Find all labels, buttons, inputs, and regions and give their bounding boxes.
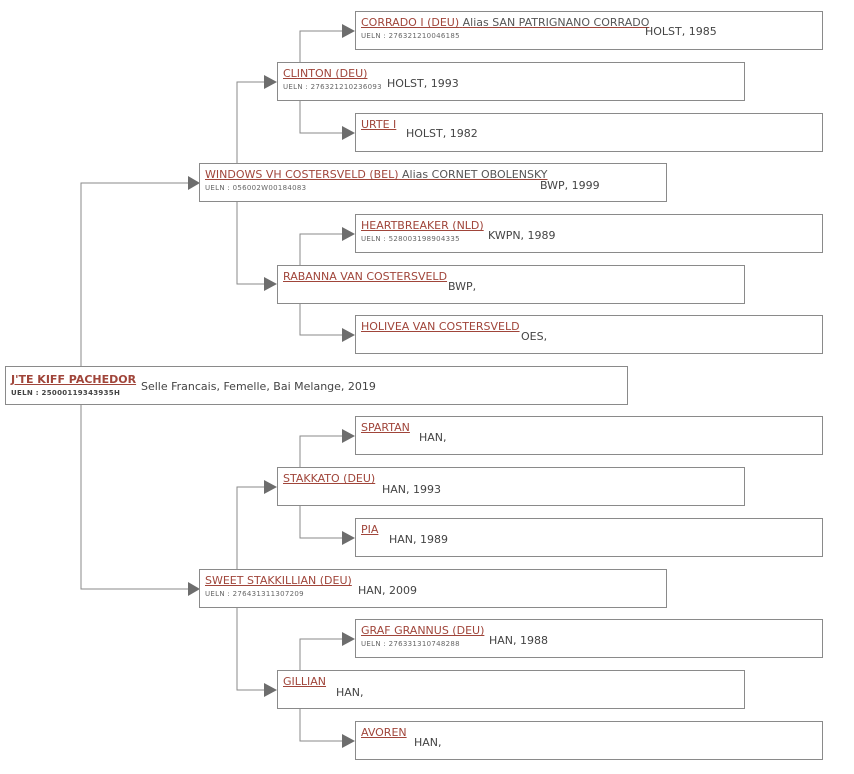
dam-dam-dam-info: HAN, [414, 736, 442, 749]
sire-sire-sire-info: HOLST, 1985 [645, 25, 717, 38]
sire-sire-ueln: UELN : 276321210236093 [283, 83, 382, 91]
sire-name-row: WINDOWS VH COSTERSVELD (BEL) Alias CORNE… [205, 168, 548, 181]
sire-dam-info: BWP, [448, 280, 477, 293]
dam-dam-sire-name-link[interactable]: GRAF GRANNUS (DEU) [361, 624, 485, 637]
sire-sire-dam-card: URTE I HOLST, 1982 [355, 113, 823, 152]
dam-dam-dam-card: AVOREN HAN, [355, 721, 823, 760]
sire-name-link[interactable]: WINDOWS VH COSTERSVELD (BEL) [205, 168, 399, 181]
subject-ueln: UELN : 25000119343935H [11, 389, 121, 397]
dam-dam-sire-info: HAN, 1988 [489, 634, 549, 647]
dam-sire-card: STAKKATO (DEU) HAN, 1993 [277, 467, 745, 506]
sire-sire-sire-name-row: CORRADO I (DEU) Alias SAN PATRIGNANO COR… [361, 16, 649, 29]
dam-sire-sire-name-link[interactable]: SPARTAN [361, 421, 410, 434]
sire-dam-dam-info: OES, [521, 330, 548, 343]
subject-card: J'TE KIFF PACHEDOR UELN : 25000119343935… [5, 366, 628, 405]
dam-dam-sire-ueln: UELN : 276331310748288 [361, 640, 460, 648]
sire-sire-sire-name-link[interactable]: CORRADO I (DEU) [361, 16, 460, 29]
dam-sire-info: HAN, 1993 [382, 483, 442, 496]
sire-sire-sire-alias: Alias SAN PATRIGNANO CORRADO [462, 16, 650, 29]
dam-card: SWEET STAKKILLIAN (DEU) UELN : 276431311… [199, 569, 667, 608]
sire-sire-dam-name-link[interactable]: URTE I [361, 118, 397, 131]
sire-sire-card: CLINTON (DEU) UELN : 276321210236093 HOL… [277, 62, 745, 101]
dam-info: HAN, 2009 [358, 584, 418, 597]
sire-dam-name-link[interactable]: RABANNA VAN COSTERSVELD [283, 270, 448, 283]
sire-alias: Alias CORNET OBOLENSKY [402, 168, 548, 181]
sire-dam-sire-card: HEARTBREAKER (NLD) UELN : 52800319890433… [355, 214, 823, 253]
sire-ueln: UELN : 056002W00184083 [205, 184, 307, 192]
sire-dam-sire-name-link[interactable]: HEARTBREAKER (NLD) [361, 219, 484, 232]
dam-sire-sire-card: SPARTAN HAN, [355, 416, 823, 455]
sire-sire-dam-info: HOLST, 1982 [406, 127, 478, 140]
dam-ueln: UELN : 276431311307209 [205, 590, 304, 598]
sire-dam-sire-ueln: UELN : 528003198904335 [361, 235, 460, 243]
dam-name-link[interactable]: SWEET STAKKILLIAN (DEU) [205, 574, 352, 587]
dam-dam-sire-card: GRAF GRANNUS (DEU) UELN : 27633131074828… [355, 619, 823, 658]
dam-dam-info: HAN, [336, 686, 364, 699]
dam-sire-dam-info: HAN, 1989 [389, 533, 449, 546]
subject-info: Selle Francais, Femelle, Bai Melange, 20… [141, 380, 376, 393]
dam-sire-name-link[interactable]: STAKKATO (DEU) [283, 472, 376, 485]
sire-dam-card: RABANNA VAN COSTERSVELD BWP, [277, 265, 745, 304]
sire-sire-sire-card: CORRADO I (DEU) Alias SAN PATRIGNANO COR… [355, 11, 823, 50]
sire-card: WINDOWS VH COSTERSVELD (BEL) Alias CORNE… [199, 163, 667, 202]
dam-dam-dam-name-link[interactable]: AVOREN [361, 726, 407, 739]
sire-info: BWP, 1999 [540, 179, 600, 192]
sire-sire-sire-ueln: UELN : 276321210046185 [361, 32, 460, 40]
dam-sire-dam-card: PIA HAN, 1989 [355, 518, 823, 557]
dam-sire-sire-info: HAN, [419, 431, 447, 444]
sire-sire-name-link[interactable]: CLINTON (DEU) [283, 67, 368, 80]
sire-sire-info: HOLST, 1993 [387, 77, 459, 90]
dam-dam-card: GILLIAN HAN, [277, 670, 745, 709]
sire-dam-dam-name-link[interactable]: HOLIVEA VAN COSTERSVELD [361, 320, 520, 333]
sire-dam-dam-card: HOLIVEA VAN COSTERSVELD OES, [355, 315, 823, 354]
dam-sire-dam-name-link[interactable]: PIA [361, 523, 379, 536]
subject-name-link[interactable]: J'TE KIFF PACHEDOR [11, 373, 137, 386]
sire-dam-sire-info: KWPN, 1989 [488, 229, 556, 242]
dam-dam-name-link[interactable]: GILLIAN [283, 675, 327, 688]
